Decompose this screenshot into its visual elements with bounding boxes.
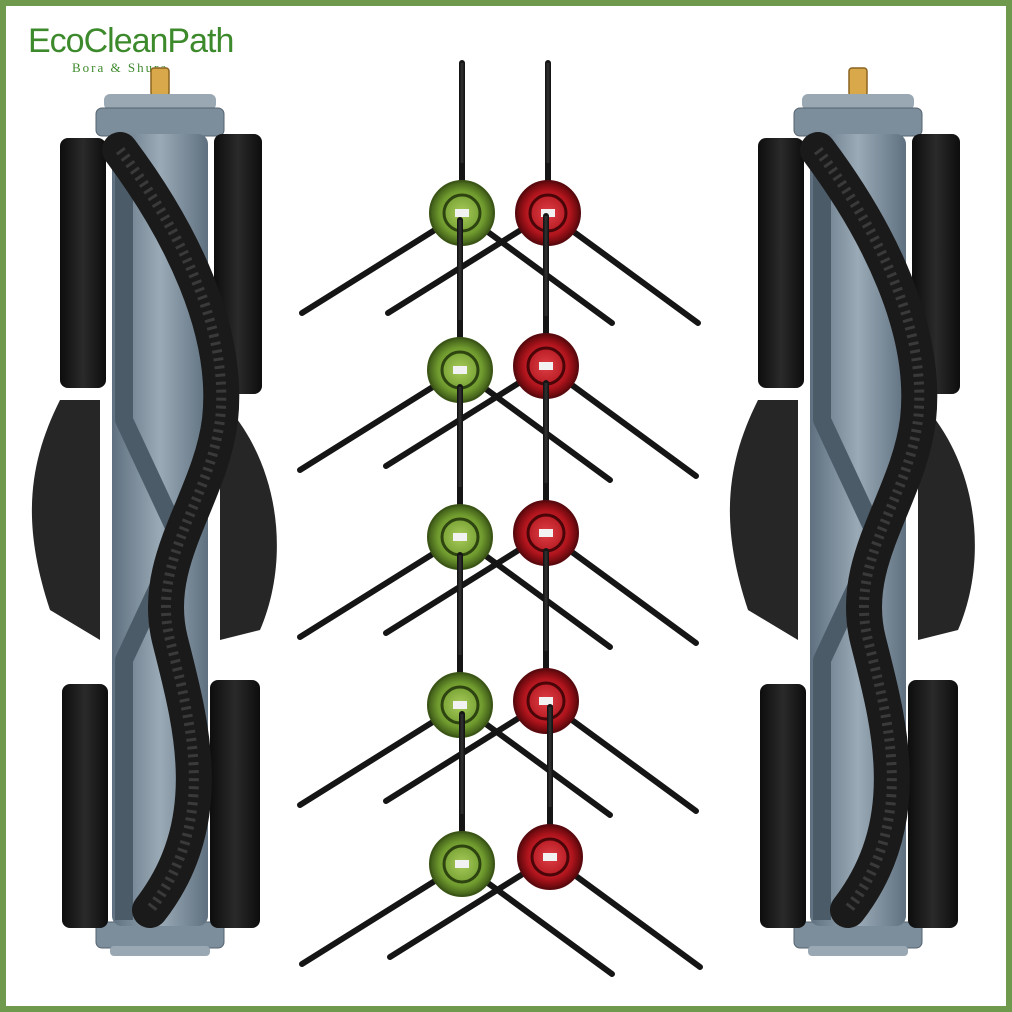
main-roller-brush-left: [32, 68, 277, 956]
brand-logo: EcoCleanPath Bora & Shura: [28, 22, 238, 82]
side-brush-set: [300, 63, 700, 974]
side-brush-red: [390, 707, 700, 967]
side-brush-green: [300, 220, 610, 480]
side-brush-red: [386, 551, 696, 811]
side-brush-green: [302, 63, 612, 323]
side-brush-red: [386, 383, 696, 643]
brand-tagline: Bora & Shura: [72, 60, 169, 75]
side-brush-red: [386, 216, 696, 476]
main-roller-brush-right: [730, 68, 975, 956]
side-brush-green: [302, 714, 612, 974]
brand-name: EcoCleanPath: [28, 22, 234, 60]
